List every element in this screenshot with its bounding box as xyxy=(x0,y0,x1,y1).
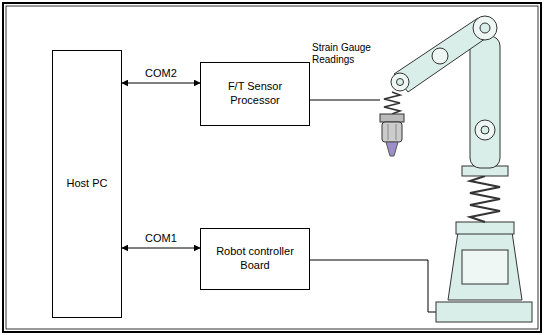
port-label: COM1 xyxy=(145,232,177,245)
port-label: COM2 xyxy=(145,67,177,80)
process-box: Robot controller Board xyxy=(200,228,310,290)
serial-link xyxy=(122,83,200,84)
node-text: Robot controller Board xyxy=(201,245,309,273)
node-text: F/T Sensor Processor xyxy=(201,80,309,108)
signal-label: Strain Gauge Readings xyxy=(312,42,378,66)
host-box: Host PC xyxy=(52,50,122,318)
node-text: Host PC xyxy=(63,177,112,191)
serial-link xyxy=(122,248,200,249)
process-box: F/T Sensor Processor xyxy=(200,62,310,126)
